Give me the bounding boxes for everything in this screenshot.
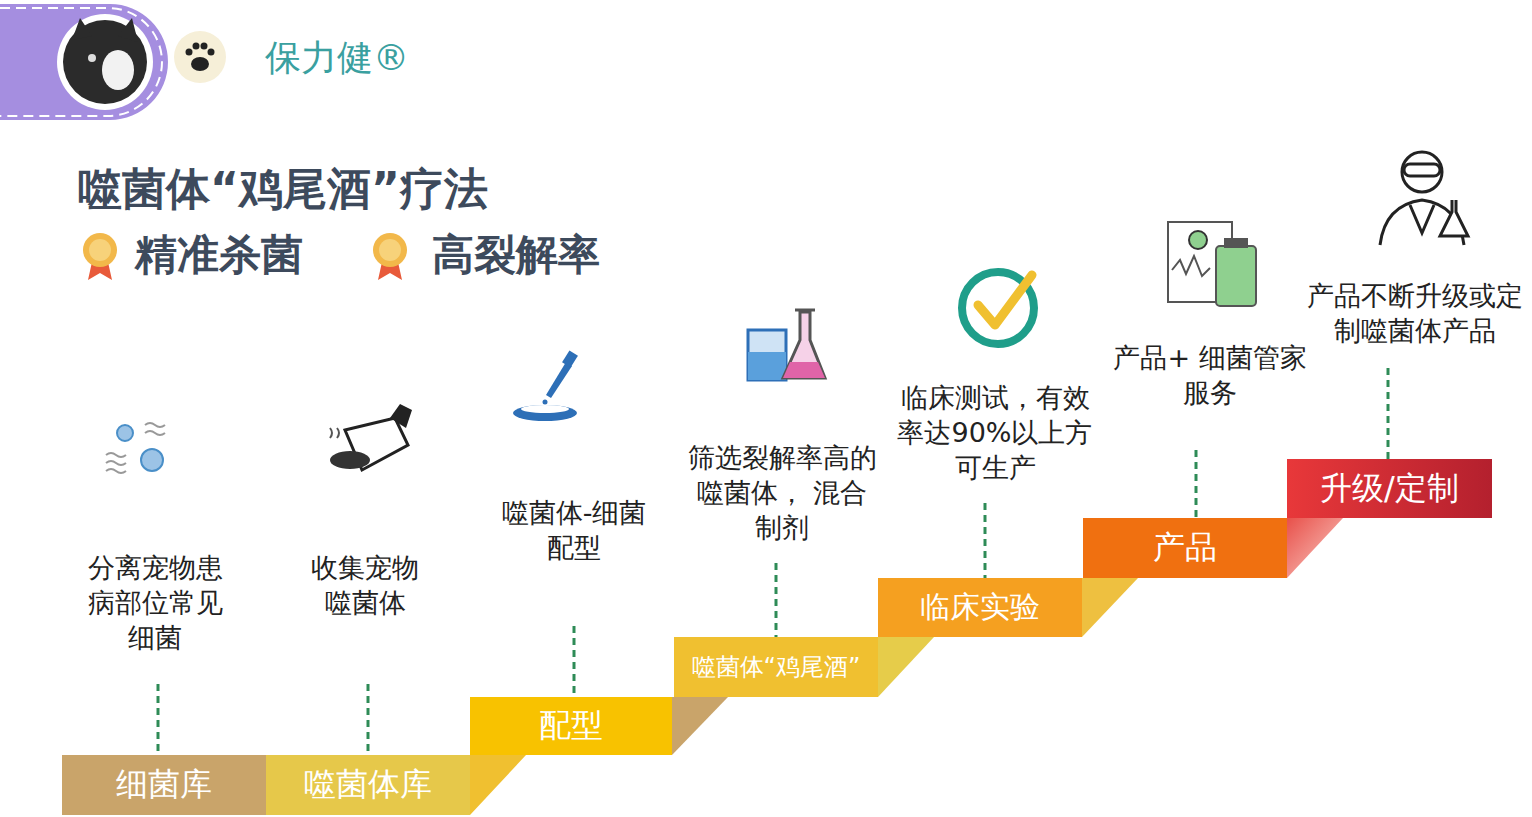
- step-bar: 细菌库: [62, 755, 266, 815]
- dropper-icon: [513, 350, 578, 421]
- bowl-icon: [330, 404, 412, 470]
- step-label: 噬菌体库: [304, 763, 432, 807]
- step-description: 产品+ 细菌管家服务: [1107, 340, 1313, 410]
- step-bar: 噬菌体库: [266, 755, 470, 815]
- diagram-title: 噬菌体“鸡尾酒”疗法: [78, 160, 488, 219]
- medical-icon: [1168, 222, 1256, 306]
- feature-label: 精准杀菌: [135, 228, 303, 283]
- step-description: 筛选裂解率高的噬菌体， 混合制剂: [684, 440, 880, 545]
- flask-icon: [748, 310, 825, 380]
- step-bar: 噬菌体“鸡尾酒”: [674, 637, 878, 697]
- step-bar: 配型: [470, 697, 672, 755]
- header-logo: [0, 4, 226, 120]
- step-label: 配型: [539, 704, 603, 748]
- step-bar: 临床实验: [878, 578, 1082, 637]
- step-bar: 产品: [1083, 518, 1287, 578]
- bacteria-icon: [106, 423, 165, 473]
- check-icon: [962, 272, 1034, 344]
- leader-line: [158, 368, 1388, 755]
- step-description: 噬菌体-细菌配型: [489, 495, 659, 565]
- feature-label: 高裂解率: [432, 228, 600, 283]
- step-description: 分离宠物患病部位常见细菌: [75, 550, 235, 655]
- step-description: 收集宠物噬菌体: [303, 550, 427, 620]
- step-bar: 升级/定制: [1287, 459, 1492, 518]
- step-description: 产品不断升级或定制噬菌体产品: [1304, 278, 1526, 348]
- brand-name: 保力健®: [265, 35, 409, 82]
- step-label: 产品: [1153, 526, 1217, 570]
- step-label: 噬菌体“鸡尾酒”: [692, 651, 861, 683]
- step-label: 细菌库: [116, 763, 212, 807]
- step-label: 临床实验: [920, 587, 1040, 628]
- scientist-icon: [1380, 152, 1468, 245]
- step-description: 临床测试，有效率达90%以上方可生产: [897, 380, 1093, 485]
- step-label: 升级/定制: [1320, 467, 1459, 511]
